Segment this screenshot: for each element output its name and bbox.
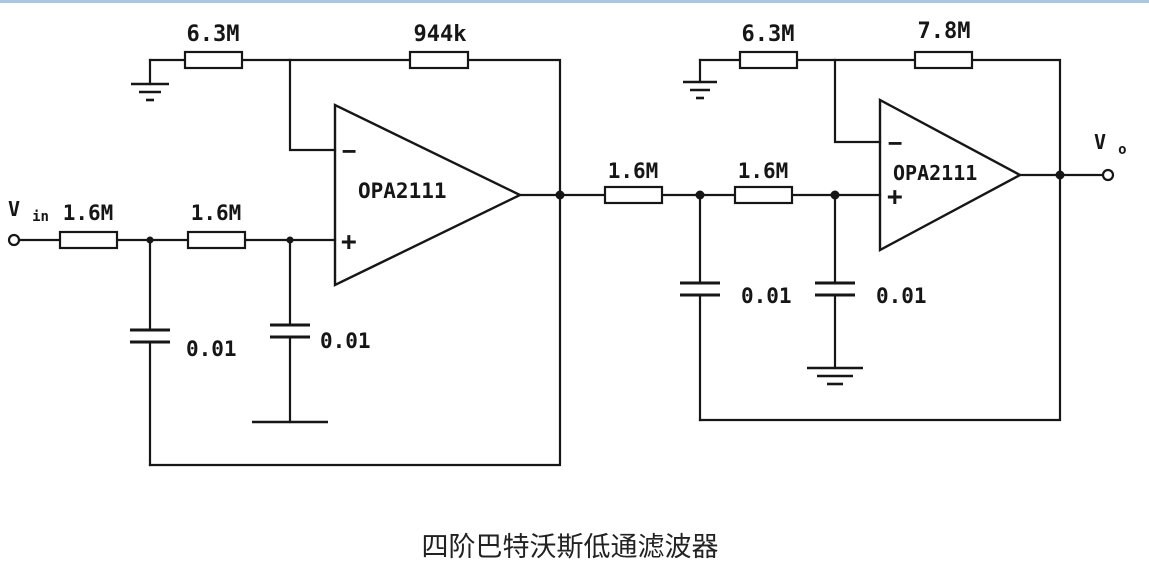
- wire-minus-input-1: [288, 58, 337, 152]
- resistor-stage1-series1: [58, 230, 119, 250]
- stage2-wires: [660, 58, 1105, 422]
- opamp2-label: OPA2111: [893, 161, 977, 185]
- label-stage2-r-ground: 6.3M: [742, 22, 795, 47]
- wire-bottom-rail-1: [148, 193, 562, 467]
- top-border: [0, 0, 1149, 3]
- vo-label-base: V: [1094, 130, 1106, 154]
- resistor-stage2-series1: [603, 185, 664, 205]
- capacitor-stage2-feedback: [680, 281, 720, 297]
- resistor-stage1-feedback: [408, 50, 470, 70]
- junction-dot: [555, 190, 565, 200]
- label-stage1-r-ground: 6.3M: [187, 22, 240, 47]
- label-stage2-r-series1: 1.6M: [608, 159, 659, 183]
- resistor-stage2-series2: [733, 185, 794, 205]
- junction-dot: [695, 190, 705, 200]
- figure-caption: 四阶巴特沃斯低通滤波器: [422, 532, 719, 563]
- ground-symbol-stage1-top: [131, 82, 169, 102]
- junction-dot: [286, 236, 294, 244]
- label-stage2-r-feedback: 7.8M: [918, 19, 971, 44]
- opamp2-minus-sign: −: [888, 129, 902, 157]
- wire-bottom-rail-2: [698, 173, 1062, 422]
- stage1-wires: [18, 58, 607, 467]
- opamp2-plus-sign: +: [887, 182, 903, 212]
- capacitor-stage1-feedback: [130, 328, 170, 344]
- junction-dot: [146, 236, 154, 244]
- input-terminal: [7, 233, 21, 247]
- label-stage1-r-feedback: 944k: [414, 22, 467, 47]
- opamp1-plus-sign: +: [341, 227, 357, 257]
- resistor-stage2-feedback: [913, 50, 974, 70]
- label-stage1-c-ground: 0.01: [320, 329, 371, 353]
- junction-dot: [830, 190, 840, 200]
- opamp1-label: OPA2111: [358, 179, 447, 203]
- wire-minus-input-2: [833, 58, 882, 144]
- label-stage1-c-feedback: 0.01: [186, 337, 237, 361]
- opamp1-minus-sign: −: [342, 137, 356, 165]
- opamp2-triangle: [878, 97, 1023, 253]
- ground-symbol-stage2-cap: [807, 366, 863, 386]
- capacitor-stage1-ground: [270, 323, 310, 339]
- label-stage1-r-series1: 1.6M: [63, 201, 114, 225]
- wire-top-rail-1c: [466, 58, 562, 197]
- vin-label-base: V: [8, 197, 20, 221]
- vo-label: V o: [1094, 130, 1127, 158]
- resistor-stage2-ground: [738, 50, 799, 70]
- output-terminal: [1101, 168, 1115, 182]
- label-stage2-c-ground: 0.01: [876, 284, 927, 308]
- label-stage1-r-series2: 1.6M: [191, 201, 242, 225]
- ground-symbol-stage2-top: [683, 80, 717, 100]
- vo-label-sub: o: [1118, 142, 1126, 158]
- label-stage2-c-feedback: 0.01: [741, 284, 792, 308]
- resistor-stage1-ground: [183, 50, 244, 70]
- capacitor-stage2-ground: [815, 281, 855, 297]
- vin-label-sub: in: [32, 209, 49, 225]
- wire-top-rail-2c: [970, 58, 1062, 177]
- junction-dot: [1055, 170, 1065, 180]
- opamp1-triangle: [333, 103, 523, 287]
- resistor-stage1-series2: [186, 230, 247, 250]
- label-stage2-r-series2: 1.6M: [738, 159, 789, 183]
- vin-label: V in: [8, 197, 49, 225]
